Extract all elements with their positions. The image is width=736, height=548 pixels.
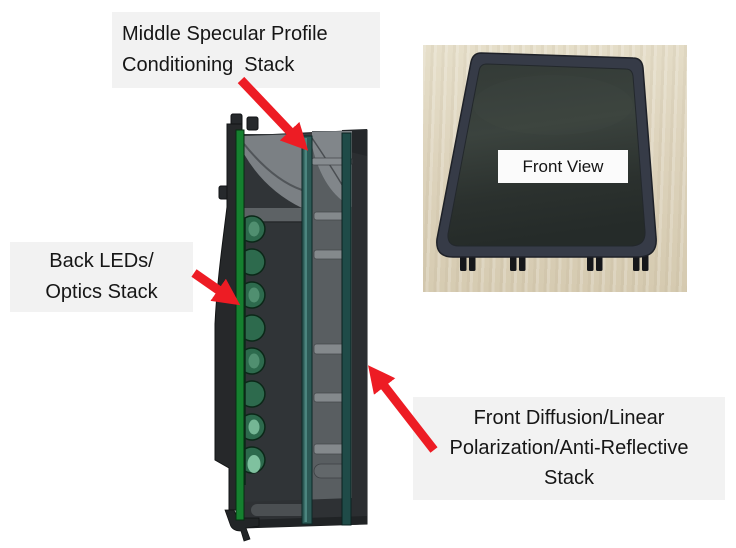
front-stack-strip	[341, 132, 352, 526]
front-view-photo: Front View	[423, 45, 687, 292]
callout-middle-stack: Middle Specular Profile Conditioning Sta…	[112, 12, 380, 88]
callout-back-stack-line2: Optics Stack	[45, 281, 158, 303]
callout-back-stack-line1: Back LEDs/	[49, 250, 154, 272]
callout-middle-stack-line1: Middle Specular Profile	[122, 23, 328, 45]
callout-back-stack: Back LEDs/ Optics Stack	[10, 242, 193, 312]
callout-front-stack-line1: Front Diffusion/Linear	[473, 407, 665, 429]
red-arrow-icon-back-stack	[191, 269, 241, 306]
callout-front-stack-line2: Polarization/Anti-Reflective	[449, 437, 689, 459]
callout-front-stack: Front Diffusion/Linear Polarization/Anti…	[413, 397, 725, 500]
callout-middle-stack-line2: Conditioning Stack	[122, 54, 295, 76]
red-arrow-icon-middle-stack	[237, 76, 309, 151]
middle-stack-strip	[301, 135, 313, 525]
housing-base	[224, 498, 367, 542]
mounting-hook	[224, 509, 260, 542]
cross-section-render	[214, 113, 368, 542]
led-strip	[235, 129, 245, 521]
device-feet	[460, 255, 649, 271]
callout-front-stack-line3: Stack	[543, 467, 595, 489]
front-view-caption: Front View	[498, 150, 628, 183]
red-arrow-icon-front-stack	[368, 365, 438, 453]
optics-scallops	[244, 215, 266, 485]
